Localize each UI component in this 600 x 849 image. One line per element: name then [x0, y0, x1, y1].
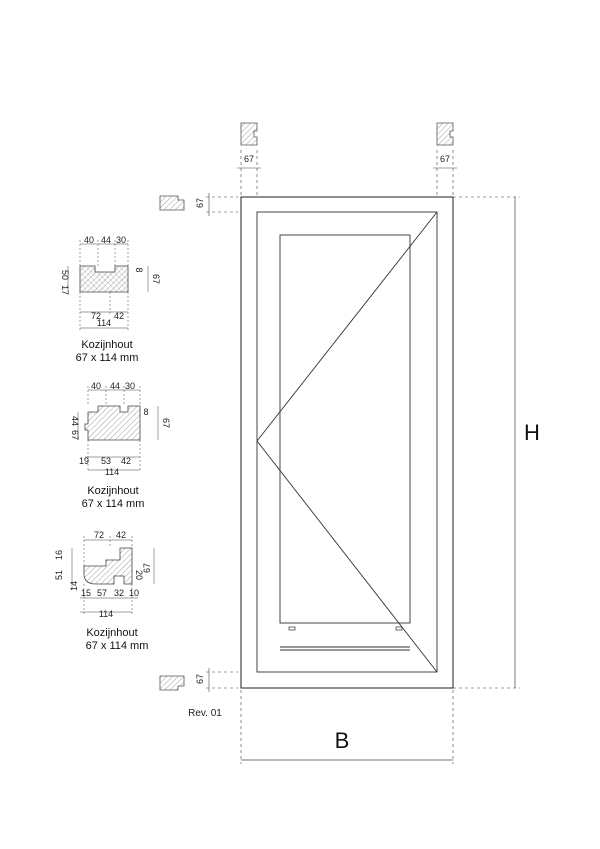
profile-detail-2: 40 44 30 44 67 8 67 19 53 42 114 Kozijnh… [70, 381, 171, 510]
top-left-dim: 67 [244, 154, 254, 164]
p3-caption-line2: 67 x 114 mm [86, 640, 149, 652]
p3-dim-left-a: 16 [54, 550, 64, 560]
top-right-dim: 67 [440, 154, 450, 164]
p3-dim-total: 114 [99, 609, 113, 619]
p3-dim-bottom-b: 57 [97, 588, 107, 598]
p3-dim-bottom-a: 15 [81, 588, 91, 598]
frame-bottom-profile-icon [159, 675, 185, 691]
p2-caption-line2: 67 x 114 mm [82, 498, 145, 510]
p2-dim-c: 30 [125, 381, 135, 391]
p2-dim-bottom-b: 53 [101, 456, 111, 466]
p2-dim-right-total: 67 [161, 418, 171, 428]
p2-dim-b: 44 [110, 381, 120, 391]
p2-dim-left-a: 44 [70, 416, 80, 426]
p2-dim-a: 40 [91, 381, 101, 391]
p1-dim-left-outer: 50 [60, 270, 70, 280]
top-right-profile-icon [436, 122, 454, 146]
p3-dim-top-a: 72 [94, 530, 104, 540]
p1-dim-b: 44 [101, 235, 111, 245]
p3-dim-right-a: 20 [134, 570, 144, 580]
p3-dim-top-b: 42 [116, 530, 126, 540]
frame-top-profile-icon [159, 195, 185, 211]
revision-label: Rev. 01 [188, 708, 222, 719]
height-label: H [524, 420, 540, 445]
p3-caption-line1: Kozijnhout [86, 627, 137, 639]
p3-dim-left-c: 14 [69, 581, 79, 591]
p1-caption-line2: 67 x 114 mm [76, 352, 139, 364]
p1-dim-right-total: 67 [151, 274, 161, 284]
width-label: B [335, 728, 350, 753]
p2-dim-total: 114 [105, 467, 119, 477]
profile-detail-1: 40 44 30 50 17 8 67 72 42 114 Kozijnhout… [60, 235, 161, 364]
top-left-profile-icon [240, 122, 258, 146]
profile-detail-3: 72 42 16 51 14 20 67 15 57 32 10 114 Koz… [54, 530, 155, 652]
frame-bottom-dim: 67 [195, 674, 205, 684]
p2-caption-line1: Kozijnhout [87, 485, 138, 497]
p2-dim-right-small: 8 [143, 407, 148, 417]
p1-dim-right-small: 8 [134, 267, 144, 272]
p1-dim-left-inner: 17 [60, 285, 70, 295]
p2-dim-bottom-c: 42 [121, 456, 131, 466]
p1-dim-bottom-a: 72 [91, 311, 101, 321]
p3-dim-left-b: 51 [54, 570, 64, 580]
p2-dim-bottom-a: 19 [79, 456, 89, 466]
door-frame [240, 196, 454, 689]
frame-top-dim: 67 [195, 198, 205, 208]
p1-dim-bottom-b: 42 [114, 311, 124, 321]
p1-dim-c: 30 [116, 235, 126, 245]
p3-dim-right-total: 67 [142, 563, 152, 573]
p1-dim-a: 40 [84, 235, 94, 245]
p3-dim-bottom-c: 32 [114, 588, 124, 598]
p1-caption-line1: Kozijnhout [81, 339, 132, 351]
p3-dim-bottom-d: 10 [129, 588, 139, 598]
p2-dim-left-b: 67 [70, 430, 80, 440]
p1-dim-total: 114 [97, 318, 111, 328]
